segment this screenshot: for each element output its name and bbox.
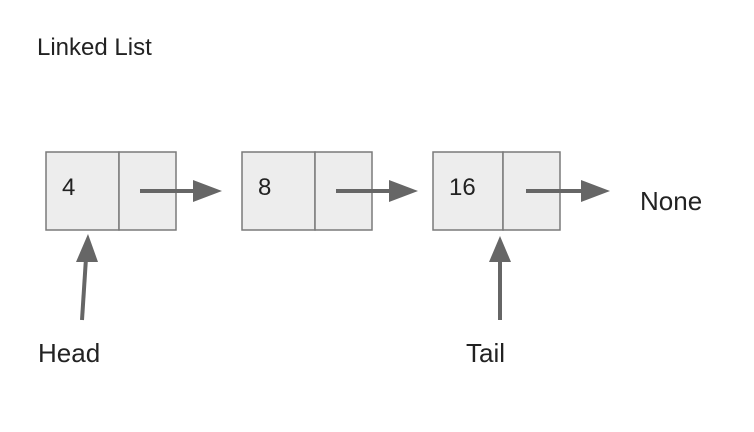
next-arrow-2-to-3 <box>336 180 418 202</box>
diagram-title: Linked List <box>37 34 152 61</box>
none-terminal-label: None <box>640 186 702 216</box>
node-2: 8 <box>241 151 373 231</box>
node-3-value: 16 <box>449 174 476 201</box>
node-1: 4 <box>45 151 177 231</box>
head-label: Head <box>38 338 100 368</box>
node-1-value: 4 <box>62 174 75 201</box>
node-1-data-cell <box>45 151 120 231</box>
next-arrow-3-to-none <box>526 180 610 202</box>
head-pointer-arrow <box>76 234 98 321</box>
node-2-data-cell <box>241 151 316 231</box>
node-3-data-cell <box>432 151 504 231</box>
tail-pointer-arrow <box>489 236 511 320</box>
next-arrow-1-to-2 <box>140 180 222 202</box>
node-2-value: 8 <box>258 174 271 201</box>
tail-label: Tail <box>466 338 505 368</box>
